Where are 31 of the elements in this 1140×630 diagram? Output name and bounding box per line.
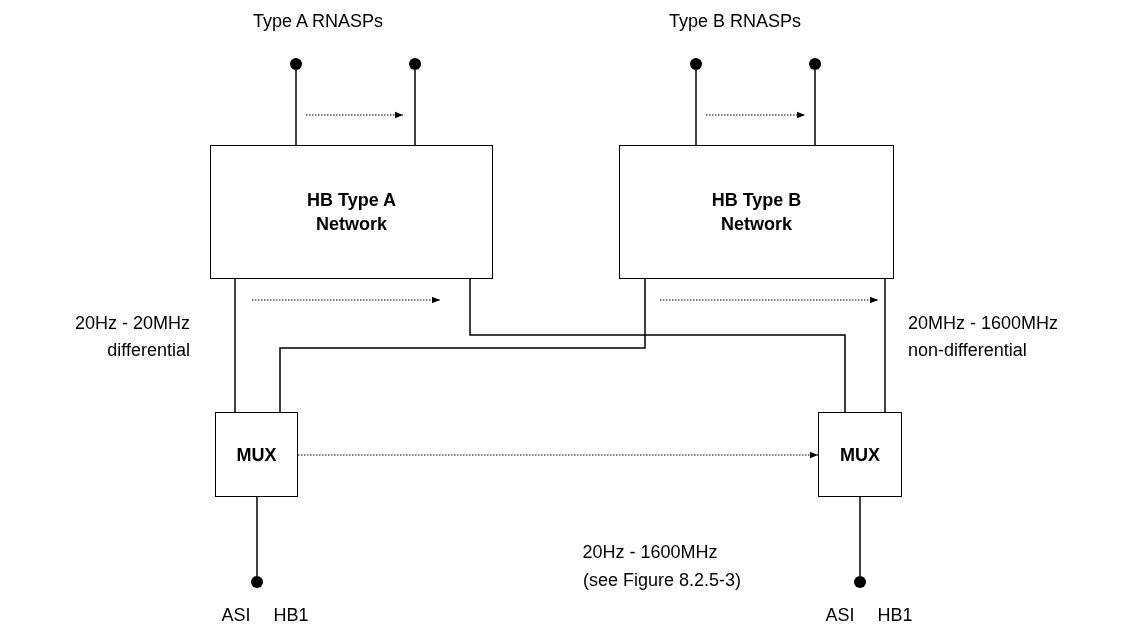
connector-line [414,69,416,146]
terminal-dot [409,58,421,70]
frequency-label: 20MHz - 1600MHz non-differential [908,312,1060,362]
terminal-dot [809,58,821,70]
connector-line [295,69,297,146]
connector-line [234,278,236,413]
terminal-label: HB1 [273,604,309,627]
connector-line [884,278,886,413]
connector-line [469,278,846,413]
frequency-label: 20Hz - 20MHz differential [73,312,190,362]
connector-line [814,69,816,146]
connector-line [859,496,861,577]
group-label: Type A RNASPs [252,10,384,33]
connector-line [279,278,646,413]
mux-box: MUX [215,412,298,497]
terminal-dot [290,58,302,70]
network-box: HB Type B Network [619,145,894,279]
connector-line [695,69,697,146]
connector-line [256,496,258,577]
mux-box: MUX [818,412,902,497]
note: (see Figure 8.2.5-3) [582,569,742,592]
terminal-label: HB1 [877,604,913,627]
frequency-label: 20Hz - 1600MHz [582,541,718,564]
terminal-dot [690,58,702,70]
terminal-label: ASI [221,604,251,627]
network-box: HB Type A Network [210,145,493,279]
arrow [297,451,819,459]
terminal-label: ASI [825,604,855,627]
terminal-dot [251,576,263,588]
terminal-dot [854,576,866,588]
group-label: Type B RNASPs [669,10,801,33]
